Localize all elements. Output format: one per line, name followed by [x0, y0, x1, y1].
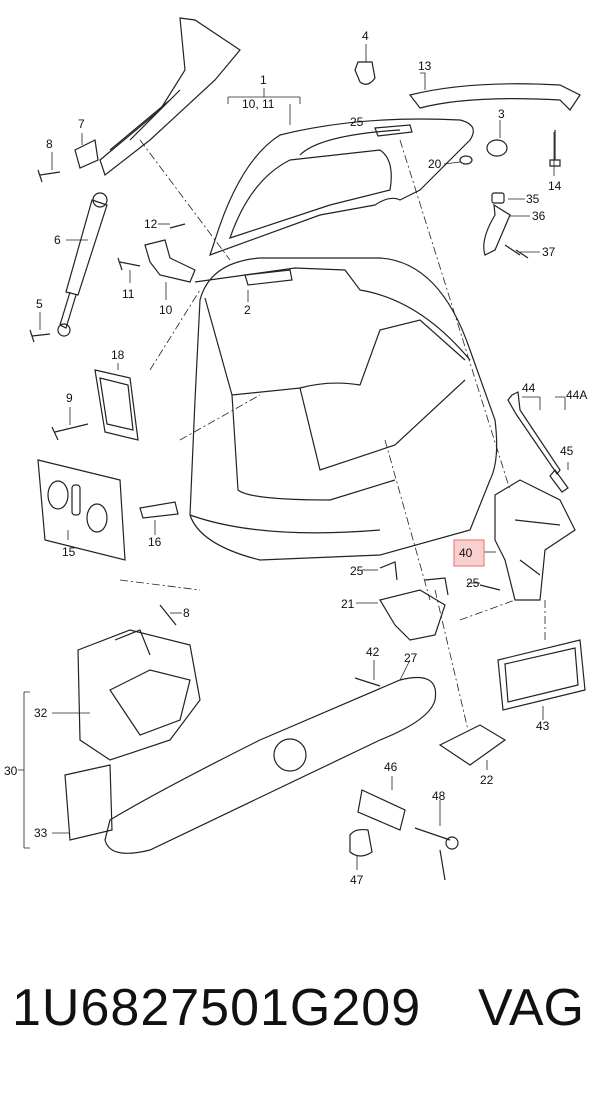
callout-25-a: 25 [350, 564, 364, 578]
callout-6: 6 [54, 233, 61, 247]
gas-strut [57, 192, 108, 337]
callout-16: 16 [148, 535, 162, 549]
ball-stud [29, 329, 51, 343]
screw-9 [51, 423, 89, 441]
cap [354, 61, 376, 85]
callout-46: 46 [384, 760, 398, 774]
handle-bar [104, 676, 437, 854]
cover-22 [438, 724, 507, 766]
tailgate [209, 118, 474, 256]
lock-unit [64, 629, 201, 841]
lock-cylinder [357, 789, 406, 831]
screw-8-lower [159, 604, 177, 626]
cap-47 [349, 828, 373, 857]
screw-42 [354, 677, 381, 687]
bolt-25-a [379, 561, 398, 581]
callout-27: 27 [404, 651, 418, 665]
part-number: 1U6827501G209 [12, 979, 422, 1037]
callout-10: 10 [159, 303, 173, 317]
exploded-parts-diagram: 1 10, 11 2 3 4 5 6 7 8 8 9 10 11 12 13 1… [4, 17, 587, 887]
callout-37: 37 [542, 245, 556, 259]
callout-32: 32 [34, 706, 48, 720]
callout-42: 42 [366, 645, 380, 659]
spoiler-strip [408, 83, 581, 111]
callout-8-top: 8 [46, 137, 53, 151]
callout-5: 5 [36, 297, 43, 311]
bolt-8-top [37, 169, 61, 183]
leader-lines [18, 44, 569, 870]
brand-label: VAG [478, 979, 584, 1037]
bush-16 [139, 501, 179, 519]
buffer [486, 139, 508, 157]
callout-labels: 1 10, 11 2 3 4 5 6 7 8 8 9 10 11 12 13 1… [4, 29, 587, 887]
callout-47: 47 [350, 873, 364, 887]
callout-21: 21 [341, 597, 355, 611]
car-rear-body [189, 257, 498, 561]
keys [414, 827, 451, 881]
linkage-rod [507, 391, 569, 493]
trim-panel [497, 639, 586, 711]
plug [459, 155, 473, 165]
pillar-trim [99, 17, 241, 176]
bolt [549, 130, 561, 167]
lock-mechanism [494, 479, 576, 601]
callout-1: 1 [260, 73, 267, 87]
callout-12: 12 [144, 217, 158, 231]
callout-22: 22 [480, 773, 494, 787]
callout-4: 4 [362, 29, 369, 43]
strap-assembly [483, 192, 529, 259]
callout-2: 2 [244, 303, 251, 317]
callout-30: 30 [4, 764, 18, 778]
callout-1-sub: 10, 11 [242, 97, 275, 111]
callout-33: 33 [34, 826, 48, 840]
striker-bracket [379, 589, 446, 641]
highlight-box-40 [453, 539, 485, 567]
callout-44: 44 [522, 381, 536, 395]
callout-14: 14 [548, 179, 562, 193]
callout-45: 45 [560, 444, 574, 458]
callout-44a: 44A [566, 388, 587, 402]
callout-25-c: 25 [466, 576, 480, 590]
callout-8-lower: 8 [183, 606, 190, 620]
callout-36: 36 [532, 209, 546, 223]
callout-43: 43 [536, 719, 550, 733]
bracket-7 [74, 139, 99, 169]
mount-plate [37, 459, 126, 561]
hinge [117, 223, 196, 283]
callout-20: 20 [428, 157, 442, 171]
tail-light-housing [94, 369, 139, 441]
callout-40: 40 [459, 546, 473, 560]
callout-25-b: 25 [350, 115, 364, 129]
bolt-25-b [479, 584, 501, 591]
callout-3: 3 [498, 107, 505, 121]
callout-35: 35 [526, 192, 540, 206]
callout-13: 13 [418, 59, 432, 73]
callout-9: 9 [66, 391, 73, 405]
callout-48: 48 [432, 789, 446, 803]
callout-15: 15 [62, 545, 76, 559]
callout-18: 18 [111, 348, 125, 362]
callout-7: 7 [78, 117, 85, 131]
callout-11: 11 [122, 287, 135, 301]
